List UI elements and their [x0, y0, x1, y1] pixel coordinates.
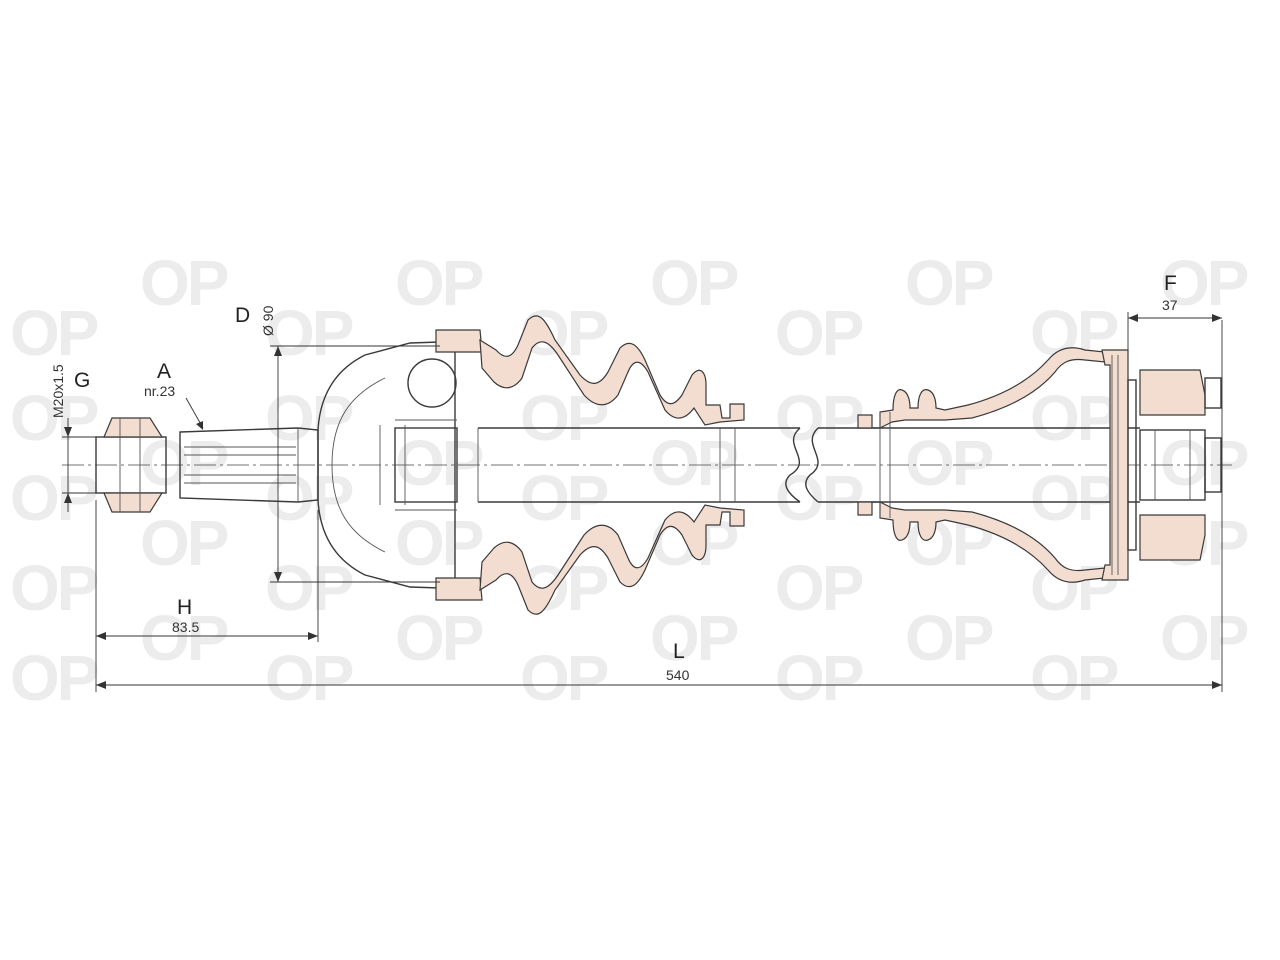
watermark-logo: OP: [10, 297, 98, 369]
watermark-logo: OP: [905, 427, 993, 499]
label-d: D: [235, 304, 250, 327]
watermark-logo: OP: [1160, 247, 1248, 319]
watermark-logo: OP: [775, 462, 863, 534]
watermark-logo: OP: [265, 552, 353, 624]
label-d-value: Ø 90: [260, 305, 276, 336]
watermark-layer: OP OP OP OP OP OP OP OP OP OP OP OP OP OP OP OP OP OP OP OP…: [10, 247, 1251, 714]
inner-boot: [857, 347, 1106, 583]
watermark-logo: OP: [905, 247, 993, 319]
watermark-logo: OP: [775, 642, 863, 714]
watermark-logo: OP: [520, 462, 608, 534]
inner-joint: [1101, 349, 1222, 581]
dimension-thread: [62, 418, 96, 512]
watermark-logo: OP: [1030, 642, 1118, 714]
watermark-logo: OP: [1030, 382, 1118, 454]
watermark-logo: OP: [1030, 462, 1118, 534]
label-f: F: [1164, 272, 1177, 295]
watermark-logo: OP: [650, 427, 738, 499]
label-f-value: 37: [1162, 297, 1178, 313]
watermark-logo: OP: [395, 247, 483, 319]
watermark-logo: OP: [140, 507, 228, 579]
watermark-logo: OP: [395, 507, 483, 579]
label-g: G: [74, 369, 90, 392]
watermark-logo: OP: [520, 642, 608, 714]
dimension-h: [95, 500, 319, 692]
outer-cv-joint: [317, 329, 483, 601]
watermark-logo: OP: [265, 642, 353, 714]
label-l: L: [673, 640, 685, 663]
watermark-logo: OP: [775, 552, 863, 624]
watermark-logo: OP: [650, 247, 738, 319]
threaded-stub: [95, 417, 167, 513]
watermark-logo: OP: [775, 297, 863, 369]
watermark-logo: OP: [1160, 602, 1248, 674]
label-l-value: 540: [666, 667, 690, 683]
watermark-logo: OP: [265, 382, 353, 454]
watermark-logo: OP: [10, 462, 98, 534]
label-thread: M20x1.5: [50, 364, 66, 418]
dimension-diameter: [270, 345, 440, 583]
watermark-logo: OP: [650, 602, 738, 674]
outer-boot: [479, 315, 745, 615]
dimension-l: [96, 320, 1223, 692]
dimension-spline: [185, 397, 204, 430]
label-h-value: 83.5: [172, 619, 199, 635]
label-a-value: nr.23: [144, 383, 175, 399]
watermark-logo: OP: [1160, 427, 1248, 499]
watermark-logo: OP: [10, 642, 98, 714]
watermark-logo: OP: [265, 462, 353, 534]
watermark-logo: OP: [395, 427, 483, 499]
watermark-logo: OP: [140, 427, 228, 499]
watermark-logo: OP: [905, 602, 993, 674]
label-a: A: [157, 360, 171, 383]
watermark-logo: OP: [10, 552, 98, 624]
watermark-logo: OP: [140, 247, 228, 319]
watermark-logo: OP: [395, 602, 483, 674]
label-h: H: [177, 596, 192, 619]
watermark-logo: OP: [775, 382, 863, 454]
watermark-logo: OP: [10, 382, 98, 454]
dimension-f: [1127, 312, 1222, 350]
watermark-logo: OP: [265, 297, 353, 369]
watermark-logo: OP: [140, 602, 228, 674]
